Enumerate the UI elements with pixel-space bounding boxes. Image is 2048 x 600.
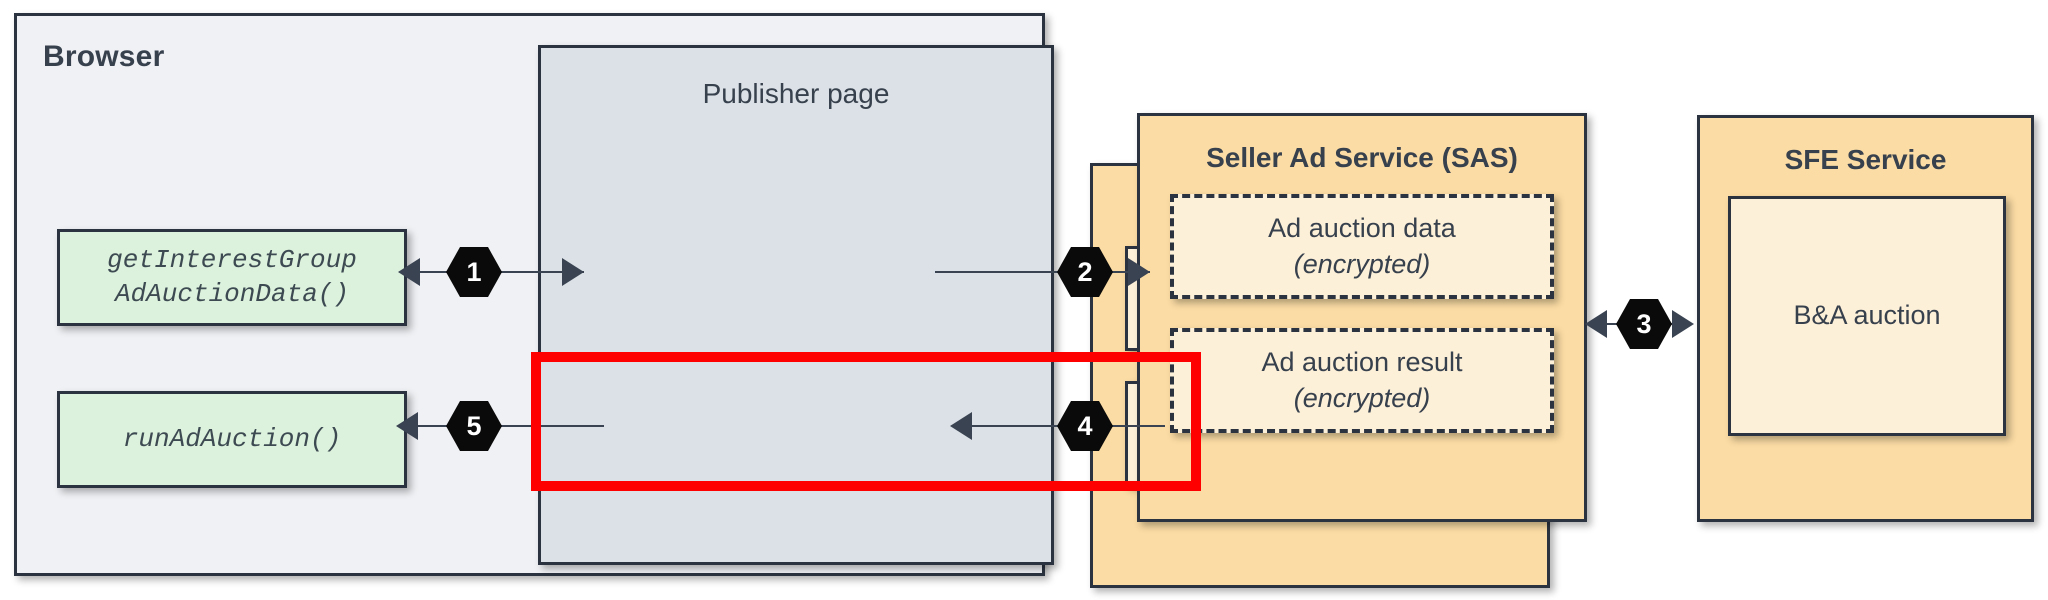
step-badge-1[interactable]: 1 <box>446 247 502 297</box>
connector-step-1-arrowhead-left <box>398 258 420 286</box>
connector-step-2-line <box>935 271 1150 273</box>
step-badge-5[interactable]: 5 <box>446 401 502 451</box>
publisher-page-title: Publisher page <box>702 78 890 109</box>
publisher-page-container: Publisher page Seller JS Code Ad auction… <box>538 45 1550 588</box>
api-box-get-interest-group-ad-auction-data[interactable]: getInterestGroup AdAuctionData() <box>57 229 407 326</box>
api-line-1: runAdAuction() <box>122 423 342 454</box>
box-label: Ad auction data <box>1268 212 1456 243</box>
step-badge-3[interactable]: 3 <box>1616 299 1672 349</box>
seller-ad-service-title: Seller Ad Service (SAS) <box>1206 142 1518 173</box>
seller-ad-service-container: Seller Ad Service (SAS) Ad auction data … <box>1137 113 1587 522</box>
api-line-2: AdAuctionData() <box>114 278 350 309</box>
connector-step-5-arrowhead-left <box>396 412 418 440</box>
box-sublabel: (encrypted) <box>1293 382 1431 413</box>
browser-title: Browser <box>43 40 165 73</box>
step-badge-4[interactable]: 4 <box>1057 401 1113 451</box>
sas-ad-auction-data-box[interactable]: Ad auction data (encrypted) <box>1170 194 1554 299</box>
api-box-run-ad-auction[interactable]: runAdAuction() <box>57 391 407 488</box>
connector-step-2-arrowhead-right <box>1128 258 1150 286</box>
box-label: Ad auction result <box>1261 346 1463 377</box>
connector-step-1-arrowhead-right <box>562 258 584 286</box>
step-badge-2[interactable]: 2 <box>1057 247 1113 297</box>
sas-ad-auction-result-box[interactable]: Ad auction result (encrypted) <box>1170 328 1554 433</box>
box-label: B&A auction <box>1793 300 1941 331</box>
sfe-service-container: SFE Service B&A auction <box>1697 115 2034 522</box>
connector-step-3-arrowhead-left <box>1585 310 1607 338</box>
connector-step-5-line <box>414 425 604 427</box>
box-sublabel: (encrypted) <box>1293 248 1431 279</box>
connector-step-3-arrowhead-right <box>1672 310 1694 338</box>
sfe-service-title: SFE Service <box>1784 144 1947 175</box>
connector-step-4-arrowhead-left <box>950 412 972 440</box>
sfe-ba-auction-box[interactable]: B&A auction <box>1728 196 2006 436</box>
browser-container: Browser getInterestGroup AdAuctionData()… <box>14 13 1550 588</box>
api-line-1: getInterestGroup <box>107 245 357 276</box>
